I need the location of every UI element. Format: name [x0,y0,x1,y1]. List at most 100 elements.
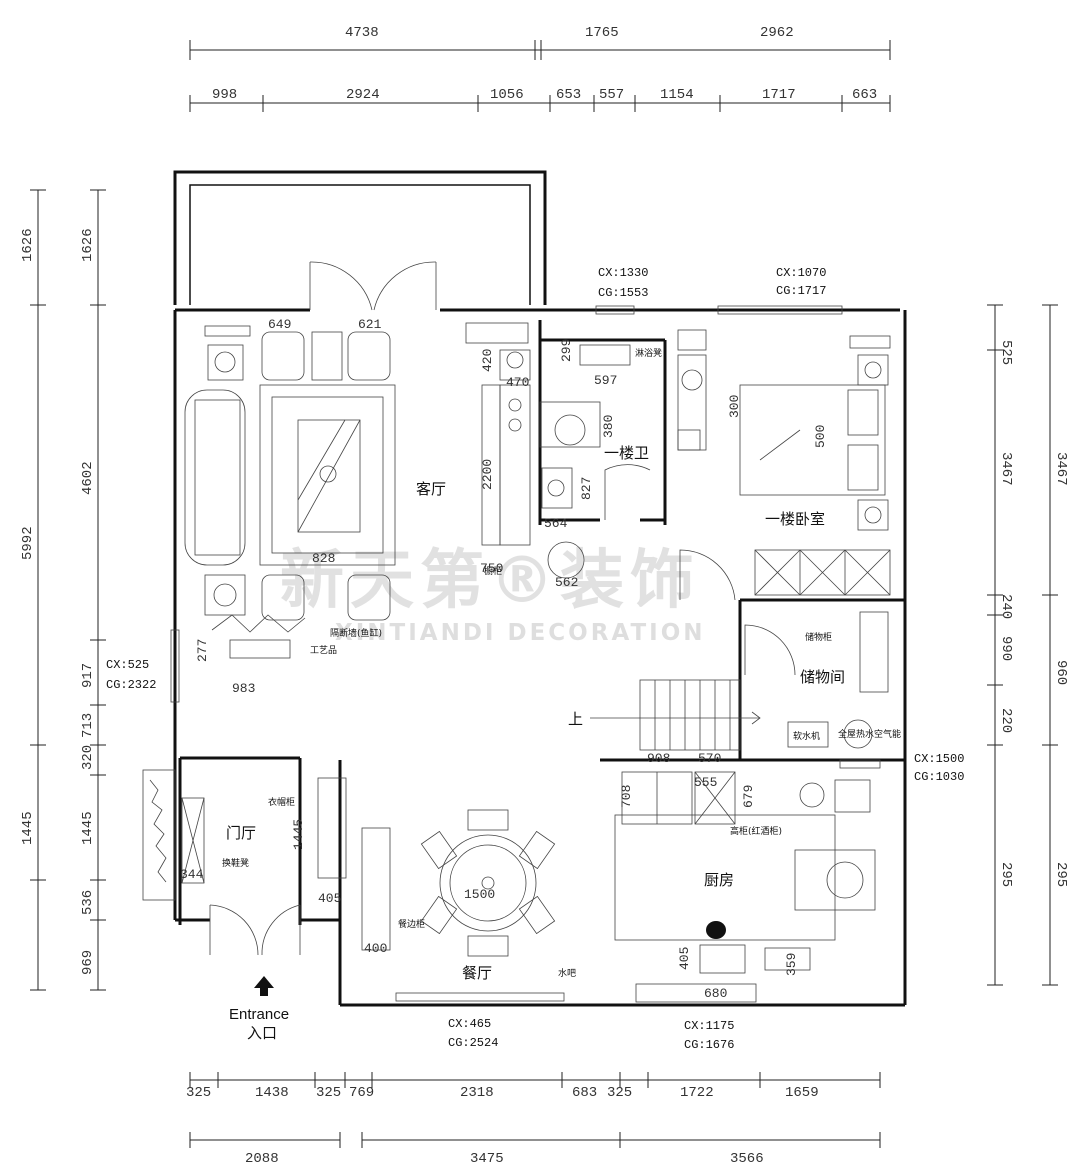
dim-bottom-inner-5: 2318 [460,1085,494,1101]
dim-299: 299 [559,339,574,362]
dim-679: 679 [741,785,756,808]
dim-top-inner-8: 663 [852,87,877,103]
dim-left-outer-3: 1445 [20,811,36,845]
dim-344: 344 [180,867,204,882]
label-sideboard: 餐边柜 [398,918,425,930]
window-1-cg: CG:1553 [598,286,648,300]
window-5-cg: CG:2524 [448,1036,498,1050]
left-dimensions: 1626 5992 1445 1626 4602 917 713 320 144… [20,189,106,991]
label-storage-cab: 储物柜 [805,631,832,643]
top-dimensions: 4738 1765 2962 998 2924 1056 653 557 115… [189,25,891,112]
dim-bottom-outer-1: 2088 [245,1151,279,1167]
window-3-cx: CX:525 [106,658,149,672]
kitchen-furniture [614,771,876,974]
label-water-bar: 水吧 [558,967,576,979]
dim-right-inner-1: 525 [998,340,1014,365]
dim-top-outer-3: 2962 [760,25,794,41]
dim-405-b: 405 [677,947,692,970]
label-softener: 软水机 [793,730,820,742]
dim-1445: 1445 [291,819,306,850]
room-label-storage: 储物间 [800,668,845,686]
dim-left-outer-2: 5992 [20,526,36,560]
dim-400: 400 [364,941,387,956]
dim-827: 827 [579,477,594,500]
dim-bottom-inner-9: 1659 [785,1085,819,1101]
dim-1500: 1500 [464,887,495,902]
foyer-furniture [142,769,347,956]
dim-top-inner-6: 1154 [660,87,694,103]
dim-405-a: 405 [318,891,341,906]
room-label-dining: 餐厅 [462,964,492,982]
label-shoe-bench: 换鞋凳 [222,857,249,869]
dim-420: 420 [480,349,495,372]
dim-500: 500 [813,425,828,448]
dim-top-inner-1: 998 [212,87,237,103]
dim-470: 470 [506,375,529,390]
dim-left-inner-7: 536 [80,890,96,915]
window-3-cg: CG:2322 [106,678,156,692]
label-tall-cab: 高柜(红酒柜) [730,825,782,837]
dim-562: 562 [555,575,578,590]
dim-bottom-outer-3: 3566 [730,1151,764,1167]
dim-top-inner-4: 653 [556,87,581,103]
dim-left-inner-5: 320 [80,745,96,770]
entrance-marker: Entrance 入口 [229,976,289,1042]
dim-left-inner-8: 969 [80,950,96,975]
dim-top-outer-1: 4738 [345,25,379,41]
window-2-cg: CG:1717 [776,284,826,298]
dim-bottom-outer-2: 3475 [470,1151,504,1167]
inner-dimensions: 649 621 828 983 277 420 470 2200 750 299… [180,317,828,1001]
dim-bottom-inner-6: 683 [572,1085,597,1101]
room-label-foyer: 门厅 [226,824,256,842]
dim-564: 564 [544,516,568,531]
dim-left-inner-2: 4602 [80,461,96,495]
dim-right-inner-2: 3467 [998,452,1014,486]
dim-right-outer-1: 3467 [1053,452,1069,486]
bottom-dimensions: 325 1438 325 769 2318 683 325 1722 1659 … [186,1072,881,1167]
balcony-door [309,261,437,311]
bedroom-furniture [677,329,891,601]
dim-left-inner-1: 1626 [80,228,96,262]
dim-828: 828 [312,551,335,566]
dim-top-inner-3: 1056 [490,87,524,103]
dim-left-inner-4: 713 [80,713,96,738]
label-partition: 隔断墙(鱼缸) [330,627,382,639]
dim-bottom-inner-8: 1722 [680,1085,714,1101]
dining-furniture [361,809,556,957]
dim-top-inner-2: 2924 [346,87,380,103]
watermark: 新天第®装饰 XINTIANDI DECORATION [280,544,703,646]
window-tags: CX:1330 CG:1553 CX:1070 CG:1717 CX:525 C… [106,266,964,1052]
entrance-arrow-icon [254,976,274,996]
dim-708: 708 [619,785,634,808]
dim-750: 750 [480,561,503,576]
dim-300: 300 [727,395,742,418]
label-heater: 全屋热水空气能 [838,728,901,740]
dim-right-inner-3: 240 [998,594,1014,619]
window-5-cx: CX:465 [448,1017,491,1031]
dim-359: 359 [784,953,799,976]
dim-570: 570 [698,751,721,766]
dim-680: 680 [704,986,727,1001]
watermark-zh: 新天第®装饰 [280,544,700,618]
window-1-cx: CX:1330 [598,266,648,280]
label-shower-seat: 淋浴凳 [635,347,662,359]
dim-left-inner-6: 1445 [80,811,96,845]
dim-380: 380 [601,415,616,438]
entrance-label-zh: 入口 [247,1025,277,1042]
dim-277: 277 [195,639,210,662]
window-4-cg: CG:1030 [914,770,964,784]
room-labels: 客厅 一楼卫 一楼卧室 储物间 门厅 餐厅 厨房 [226,444,845,982]
dim-bottom-inner-7: 325 [607,1085,632,1101]
dim-2200: 2200 [480,459,495,490]
dim-right-inner-5: 220 [998,708,1014,733]
dim-649: 649 [268,317,291,332]
window-4-cx: CX:1500 [914,752,964,766]
dim-top-outer-2: 1765 [585,25,619,41]
walls [173,170,907,1007]
room-label-kitchen: 厨房 [704,871,734,889]
window-2-cx: CX:1070 [776,266,826,280]
window-6-cx: CX:1175 [684,1019,734,1033]
fixture-labels: 淋浴凳 橱柜 隔断墙(鱼缸) 工艺品 储物柜 上 软水机 全屋热水空气能 衣帽柜… [222,347,901,979]
dim-bottom-inner-1: 325 [186,1085,211,1101]
bath-fixtures [539,344,651,579]
